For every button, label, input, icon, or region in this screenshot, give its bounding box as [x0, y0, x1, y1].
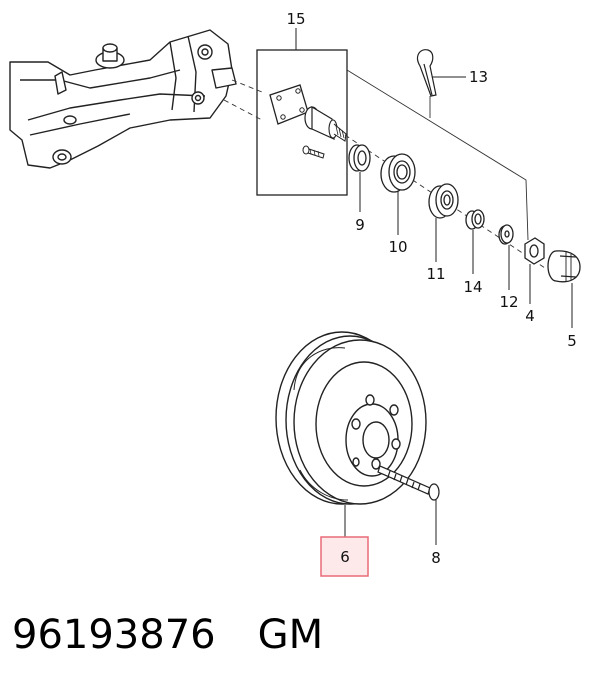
part-14-bearing: [465, 209, 485, 230]
callout-15: 15: [286, 10, 305, 28]
callout-13: 13: [469, 68, 488, 86]
callout-11: 11: [426, 265, 445, 283]
callout-5: 5: [567, 332, 577, 350]
part-number: 96193876: [12, 612, 216, 658]
part-caption: 96193876 GM: [12, 600, 323, 670]
callout-4: 4: [525, 307, 535, 325]
part-4-nut-lock: [524, 237, 545, 265]
part-5-hub-cap: [547, 250, 581, 283]
part-9-seal: [348, 144, 371, 172]
callout-8: 8: [431, 549, 441, 567]
part-11-bearing: [428, 183, 459, 219]
reference-lines: [346, 69, 529, 241]
callout-6: 6: [340, 548, 350, 566]
part-10-bearing: [380, 153, 416, 193]
part-6-brake-drum: [275, 331, 427, 505]
highlight-box-part-6: [320, 536, 369, 577]
cotter-pin: [416, 49, 437, 97]
brand-name: GM: [257, 612, 324, 658]
callout-9: 9: [355, 216, 365, 234]
exploded-view-diagram: 15 13 9 10 11 14 12 4 5 6 8: [9, 10, 581, 577]
callout-12: 12: [499, 293, 518, 311]
stub-axle-group-box: [256, 49, 348, 196]
axle-beam-drawing: [9, 29, 237, 169]
callout-10: 10: [388, 238, 407, 256]
stub-axle-group: [256, 28, 348, 196]
part-12-washer: [498, 224, 514, 245]
callout-14: 14: [463, 278, 482, 296]
part-8-screw: [377, 465, 440, 501]
